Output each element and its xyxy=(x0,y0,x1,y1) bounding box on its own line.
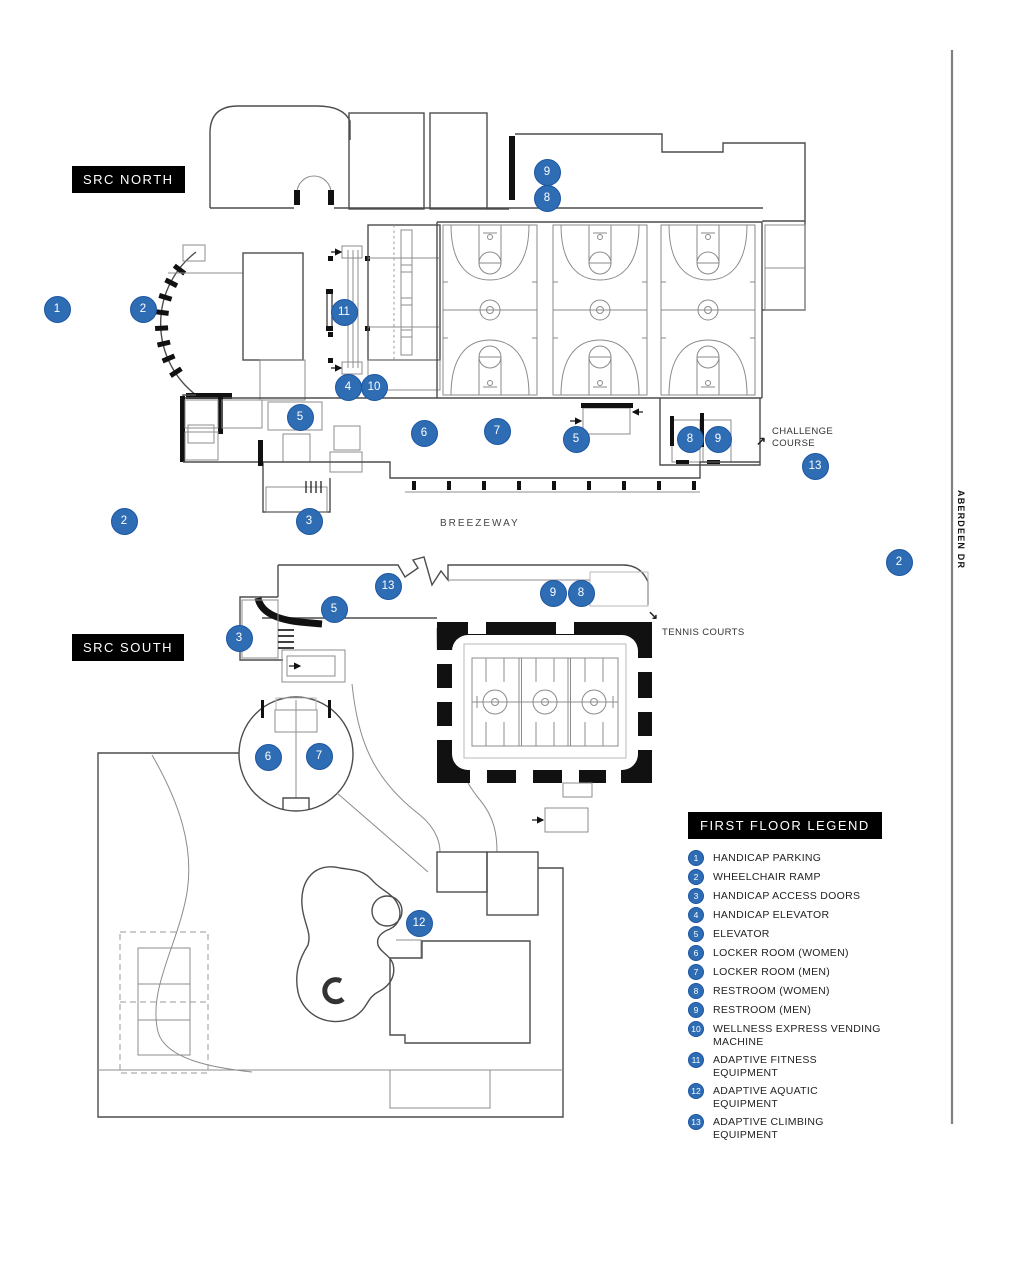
legend-label: HANDICAP ACCESS DOORS xyxy=(713,890,861,902)
legend-dot-1: 1 xyxy=(688,850,704,866)
map-marker-2[interactable]: 2 xyxy=(885,548,913,576)
legend-item-2: 2 WHEELCHAIR RAMP xyxy=(688,869,898,885)
legend-label: LOCKER ROOM (MEN) xyxy=(713,966,831,978)
map-marker-8[interactable]: 8 xyxy=(567,579,595,607)
map-marker-9[interactable]: 9 xyxy=(539,579,567,607)
legend-label: HANDICAP PARKING xyxy=(713,852,822,864)
legend-label: ADAPTIVE FITNESS EQUIPMENT xyxy=(713,1054,817,1079)
legend-dot-13: 13 xyxy=(688,1114,704,1130)
map-marker-4[interactable]: 4 xyxy=(334,373,362,401)
map-marker-8[interactable]: 8 xyxy=(676,425,704,453)
challenge-course-arrow-icon: ↗ xyxy=(756,434,767,448)
tennis-courts-label: TENNIS COURTS xyxy=(662,627,745,638)
legend-item-10: 10 WELLNESS EXPRESS VENDING MACHINE xyxy=(688,1021,898,1049)
legend-label: WHEELCHAIR RAMP xyxy=(713,871,821,883)
legend-label: ADAPTIVE CLIMBING EQUIPMENT xyxy=(713,1116,824,1141)
first-floor-legend: FIRST FLOOR LEGEND 1 HANDICAP PARKING 2 WHE… xyxy=(688,812,898,1142)
map-marker-5[interactable]: 5 xyxy=(286,403,314,431)
map-marker-13[interactable]: 13 xyxy=(374,572,402,600)
legend-dot-11: 11 xyxy=(688,1052,704,1068)
legend-dot-4: 4 xyxy=(688,907,704,923)
src-south-plan xyxy=(97,556,654,1118)
legend-label: RESTROOM (MEN) xyxy=(713,1004,812,1016)
map-marker-2[interactable]: 2 xyxy=(110,507,138,535)
map-marker-3[interactable]: 3 xyxy=(225,624,253,652)
map-marker-11[interactable]: 11 xyxy=(330,298,358,326)
map-marker-12[interactable]: 12 xyxy=(405,909,433,937)
legend-label: WELLNESS EXPRESS VENDING MACHINE xyxy=(713,1023,881,1048)
legend-item-12: 12 ADAPTIVE AQUATIC EQUIPMENT xyxy=(688,1083,898,1111)
legend-item-1: 1 HANDICAP PARKING xyxy=(688,850,898,866)
map-marker-5[interactable]: 5 xyxy=(320,595,348,623)
legend-item-13: 13 ADAPTIVE CLIMBING EQUIPMENT xyxy=(688,1114,898,1142)
legend-dot-10: 10 xyxy=(688,1021,704,1037)
src-south-label: SRC SOUTH xyxy=(72,634,185,661)
legend-dot-5: 5 xyxy=(688,926,704,942)
src-north-plan xyxy=(154,105,806,513)
map-marker-8[interactable]: 8 xyxy=(533,184,561,212)
legend-item-9: 9 RESTROOM (MEN) xyxy=(688,1002,898,1018)
map-marker-7[interactable]: 7 xyxy=(483,417,511,445)
map-marker-10[interactable]: 10 xyxy=(360,373,388,401)
legend-label: RESTROOM (WOMEN) xyxy=(713,985,830,997)
map-marker-3[interactable]: 3 xyxy=(295,507,323,535)
legend-item-11: 11 ADAPTIVE FITNESS EQUIPMENT xyxy=(688,1052,898,1080)
map-marker-6[interactable]: 6 xyxy=(410,419,438,447)
legend-dot-3: 3 xyxy=(688,888,704,904)
legend-item-3: 3 HANDICAP ACCESS DOORS xyxy=(688,888,898,904)
legend-dot-7: 7 xyxy=(688,964,704,980)
challenge-course-label: CHALLENGE COURSE xyxy=(772,426,834,449)
legend-item-4: 4 HANDICAP ELEVATOR xyxy=(688,907,898,923)
tennis-courts-arrow-icon: ↘ xyxy=(648,608,659,622)
map-marker-7[interactable]: 7 xyxy=(305,742,333,770)
legend-item-6: 6 LOCKER ROOM (WOMEN) xyxy=(688,945,898,961)
legend-item-5: 5 ELEVATOR xyxy=(688,926,898,942)
legend-label: LOCKER ROOM (WOMEN) xyxy=(713,947,849,959)
aberdeen-dr-label: ABERDEEN DR xyxy=(956,490,966,570)
map-marker-5[interactable]: 5 xyxy=(562,425,590,453)
src-north-label: SRC NORTH xyxy=(72,166,185,193)
legend-label: ADAPTIVE AQUATIC EQUIPMENT xyxy=(713,1085,818,1110)
map-marker-13[interactable]: 13 xyxy=(801,452,829,480)
map-marker-2[interactable]: 2 xyxy=(129,295,157,323)
legend-dot-12: 12 xyxy=(688,1083,704,1099)
map-marker-6[interactable]: 6 xyxy=(254,743,282,771)
legend-item-7: 7 LOCKER ROOM (MEN) xyxy=(688,964,898,980)
legend-dot-6: 6 xyxy=(688,945,704,961)
legend-label: HANDICAP ELEVATOR xyxy=(713,909,830,921)
legend-dot-2: 2 xyxy=(688,869,704,885)
map-marker-9[interactable]: 9 xyxy=(704,425,732,453)
legend-item-8: 8 RESTROOM (WOMEN) xyxy=(688,983,898,999)
map-marker-1[interactable]: 1 xyxy=(43,295,71,323)
legend-dot-8: 8 xyxy=(688,983,704,999)
legend-label: ELEVATOR xyxy=(713,928,770,940)
breezeway-label: BREEZEWAY xyxy=(440,518,520,529)
legend-dot-9: 9 xyxy=(688,1002,704,1018)
legend-title: FIRST FLOOR LEGEND xyxy=(688,812,882,839)
map-marker-9[interactable]: 9 xyxy=(533,158,561,186)
